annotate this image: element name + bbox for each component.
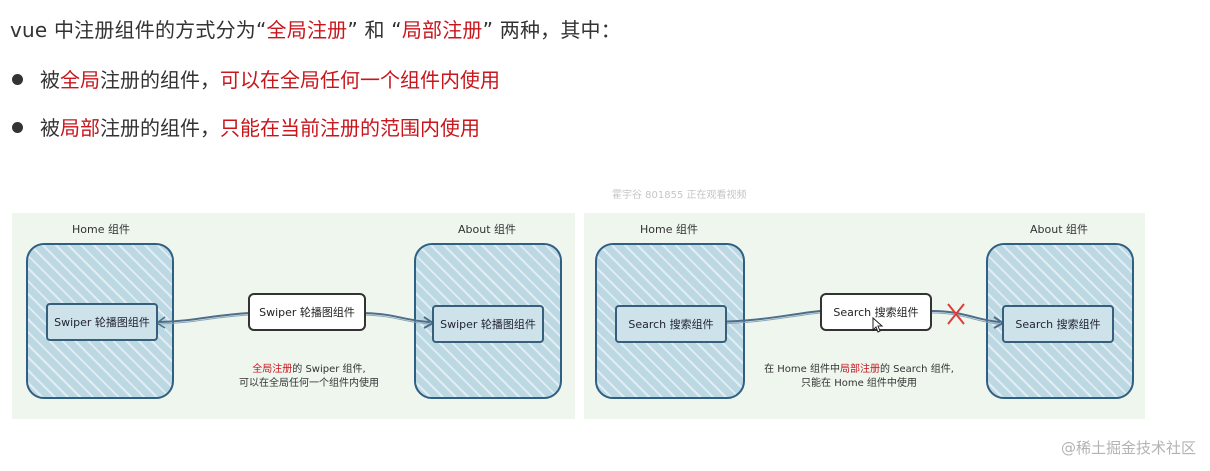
site-watermark: @稀土掘金技术社区 <box>1060 439 1196 457</box>
home-title: Home 组件 <box>72 223 130 236</box>
bullet-dot-icon <box>12 74 23 85</box>
arrows <box>155 312 435 329</box>
home-title: Home 组件 <box>640 223 698 236</box>
diagram-global-registration: Home 组件 About 组件 Swiper 轮播图组件 Swiper 轮播图… <box>12 213 575 419</box>
search-component-label: Search 搜索组件 <box>820 293 932 331</box>
about-search-label: Search 搜索组件 <box>1002 305 1114 343</box>
mouse-cursor-icon <box>872 317 884 333</box>
bullet-local: 被局部注册的组件，只能在当前注册的范围内使用 <box>12 112 480 141</box>
bullet-dot-icon <box>12 122 23 133</box>
global-caption: 全局注册的 Swiper 组件,可以在全局任何一个组件内使用 <box>239 364 379 389</box>
home-swiper-label: Swiper 轮播图组件 <box>46 303 158 341</box>
about-title: About 组件 <box>1030 223 1089 236</box>
intro-text: vue 中注册组件的方式分为“全局注册” 和 “局部注册” 两种，其中： <box>10 18 621 42</box>
arrows <box>713 310 1005 329</box>
swiper-component-label: Swiper 轮播图组件 <box>248 293 366 331</box>
bullet-global: 被全局注册的组件，可以在全局任何一个组件内使用 <box>12 64 500 93</box>
home-search-label: Search 搜索组件 <box>615 305 727 343</box>
about-title: About 组件 <box>458 223 517 236</box>
diagram-local-registration: Home 组件 About 组件 Search 搜索组件 Search 搜索组件… <box>584 213 1145 419</box>
blocked-x-icon <box>947 303 965 325</box>
viewer-watermark: 霍宇谷 801855 正在观看视频 <box>612 190 747 201</box>
about-swiper-label: Swiper 轮播图组件 <box>432 305 544 343</box>
local-caption: 在 Home 组件中局部注册的 Search 组件,只能在 Home 组件中使用 <box>764 364 954 389</box>
local-term: 局部注册 <box>401 18 483 42</box>
global-term: 全局注册 <box>266 18 348 42</box>
